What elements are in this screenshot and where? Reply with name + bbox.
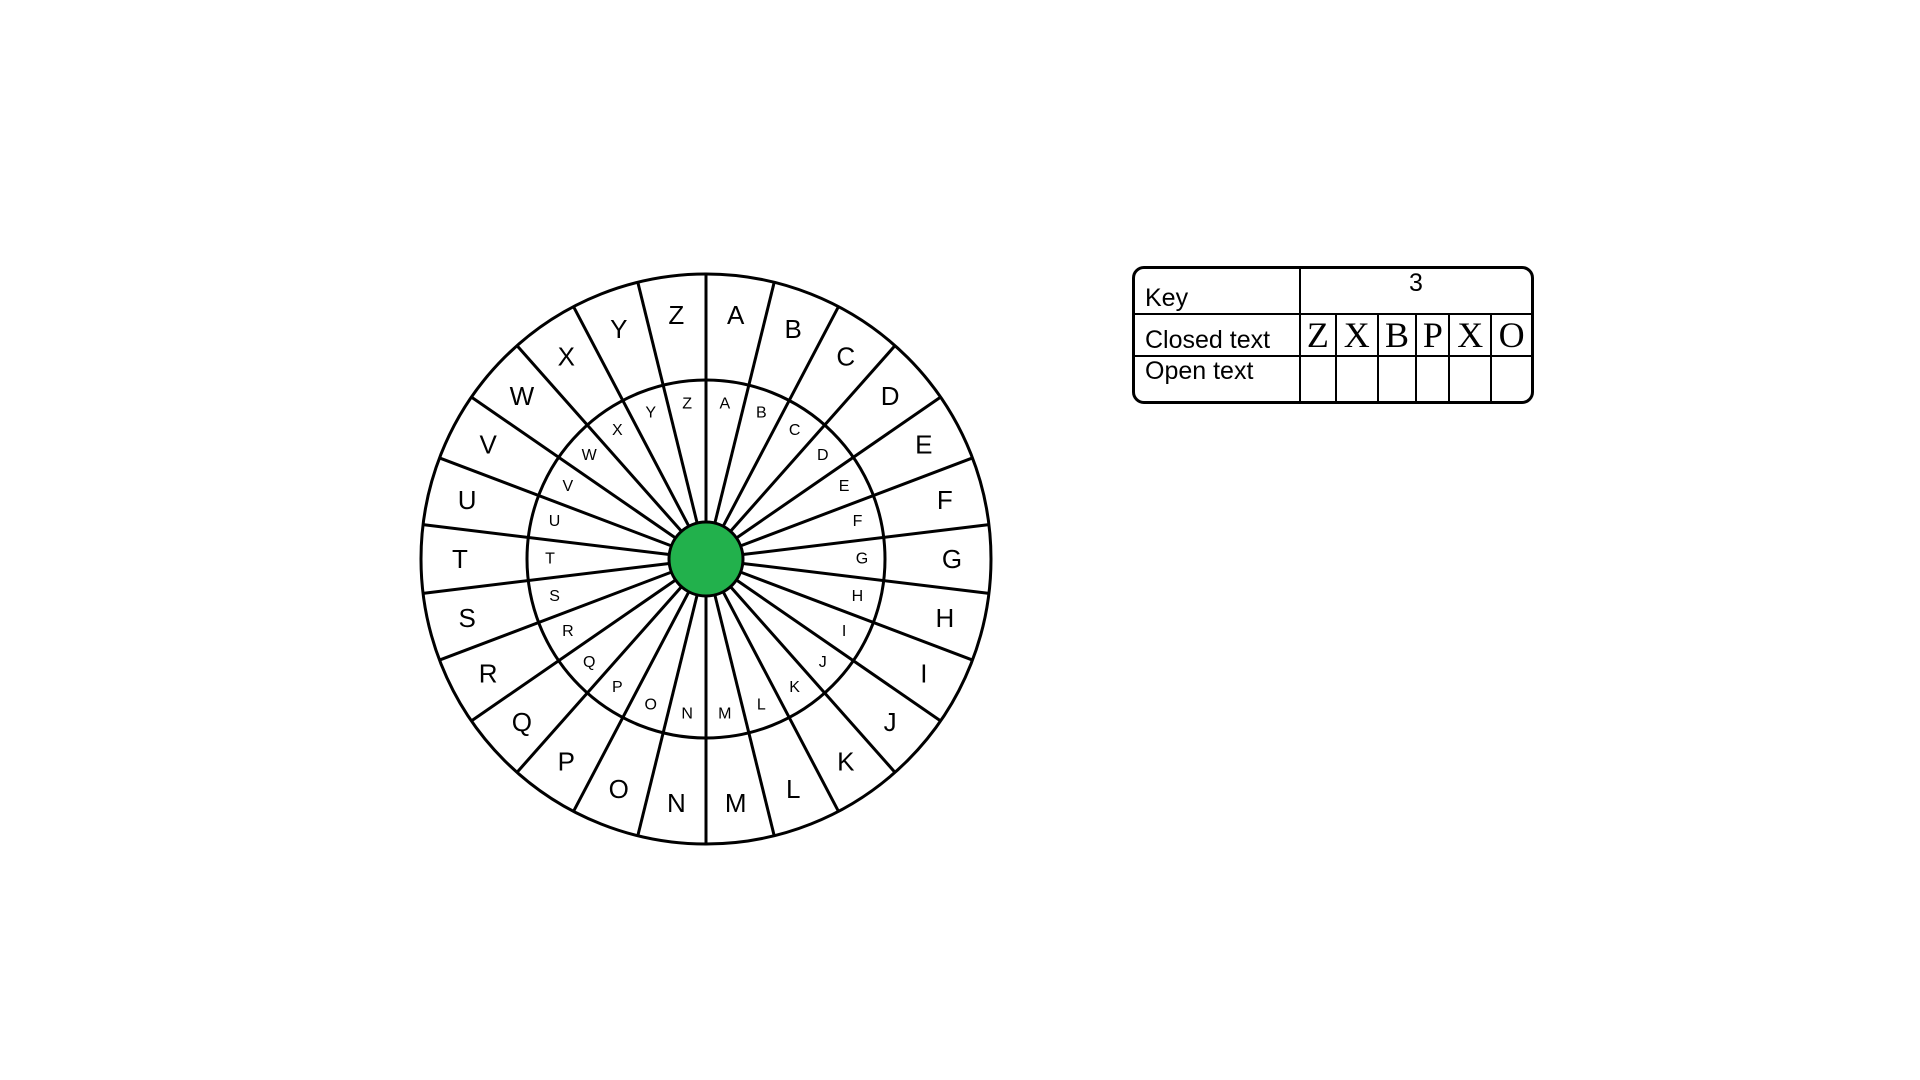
sector-divider	[572, 305, 691, 527]
inner-letter: F	[853, 513, 863, 530]
outer-letter: N	[667, 788, 686, 818]
outer-letter: F	[937, 485, 953, 515]
key-row: Key 3	[1135, 269, 1531, 315]
outer-letter: I	[920, 658, 927, 688]
key-label: Key	[1135, 269, 1301, 315]
sector-divider	[438, 570, 672, 662]
sector-divider	[470, 578, 677, 723]
inner-letter: H	[852, 588, 864, 605]
closed-text-row: Closed text Z X B P X O	[1135, 315, 1531, 357]
closed-letter: Z	[1301, 315, 1337, 357]
inner-letter: O	[644, 696, 656, 713]
outer-letter: Q	[512, 707, 532, 737]
inner-letter: Q	[583, 654, 595, 671]
sector-divider	[713, 281, 776, 524]
sector-divider	[740, 456, 974, 548]
outer-letter: C	[836, 342, 855, 372]
sector-divider	[721, 591, 840, 813]
sector-divider	[729, 585, 897, 774]
outer-letter: U	[458, 485, 477, 515]
sector-divider	[438, 456, 672, 548]
outer-letter: J	[884, 707, 897, 737]
inner-letter: C	[789, 422, 801, 439]
sector-divider	[515, 344, 683, 533]
inner-letter: L	[757, 696, 766, 713]
inner-letter: M	[718, 705, 731, 722]
inner-letter: K	[789, 679, 800, 696]
sector-divider	[422, 523, 670, 557]
inner-letter: N	[681, 705, 693, 722]
outer-letter: X	[558, 342, 575, 372]
outer-letter: D	[881, 381, 900, 411]
closed-letter: O	[1492, 315, 1531, 357]
outer-letter: S	[458, 603, 475, 633]
sector-divider	[742, 523, 990, 557]
open-letter-cell[interactable]	[1301, 357, 1337, 401]
inner-letter: U	[549, 513, 561, 530]
sector-divider	[742, 561, 990, 595]
inner-letter: S	[549, 588, 560, 605]
inner-letter: V	[563, 478, 574, 495]
outer-letter: L	[786, 774, 800, 804]
outer-letter: G	[942, 544, 962, 574]
open-letter-cell[interactable]	[1450, 357, 1493, 401]
inner-letter: I	[842, 623, 846, 640]
inner-letter: D	[817, 447, 829, 464]
outer-letter: B	[785, 314, 802, 344]
inner-letter: G	[856, 551, 868, 568]
inner-letter: E	[839, 478, 850, 495]
inner-letter: P	[612, 679, 623, 696]
outer-letter: O	[609, 774, 629, 804]
outer-letter: W	[510, 381, 535, 411]
sector-divider	[740, 570, 974, 662]
sector-divider	[515, 585, 683, 774]
sector-divider	[735, 395, 942, 540]
closed-letter: X	[1336, 315, 1379, 357]
outer-letter: Y	[610, 314, 627, 344]
cipher-table: Key 3 Closed text Z X B P X O Open text	[1132, 266, 1534, 404]
sector-divider	[713, 594, 776, 837]
outer-letter: Z	[668, 300, 684, 330]
sector-divider	[729, 344, 897, 533]
inner-letter: B	[756, 405, 767, 422]
inner-letter: W	[582, 447, 598, 464]
inner-letter: Y	[645, 405, 656, 422]
outer-letter: H	[935, 603, 954, 633]
closed-letter: X	[1450, 315, 1493, 357]
closed-text-label: Closed text	[1135, 315, 1301, 357]
open-letter-cell[interactable]	[1379, 357, 1418, 401]
outer-letter: V	[480, 430, 498, 460]
key-value: 3	[1301, 269, 1531, 315]
inner-letter: T	[545, 551, 555, 568]
sector-divider	[572, 591, 691, 813]
outer-letter: P	[558, 746, 575, 776]
closed-letter: B	[1378, 315, 1418, 357]
center-hub	[667, 520, 745, 598]
open-letter-cell[interactable]	[1417, 357, 1451, 401]
outer-letter: K	[837, 746, 855, 776]
outer-letter: M	[725, 788, 747, 818]
inner-letter: A	[719, 396, 730, 413]
open-letter-cell[interactable]	[1337, 357, 1379, 401]
sector-divider	[470, 395, 677, 540]
inner-letter: Z	[682, 396, 692, 413]
sector-divider	[636, 281, 699, 524]
sector-divider	[636, 594, 699, 837]
inner-letter: X	[612, 422, 623, 439]
sector-divider	[721, 305, 840, 527]
sector-divider	[422, 561, 670, 595]
outer-letter: T	[452, 544, 468, 574]
outer-letter: E	[915, 430, 932, 460]
outer-letter: A	[727, 300, 745, 330]
open-text-label: Open text	[1135, 357, 1301, 401]
outer-letter: R	[479, 658, 498, 688]
sector-divider	[735, 578, 942, 723]
inner-letter: R	[562, 623, 574, 640]
open-letter-cell[interactable]	[1492, 357, 1531, 401]
closed-letter: P	[1417, 315, 1451, 357]
inner-letter: J	[819, 654, 827, 671]
open-text-row: Open text	[1135, 357, 1531, 401]
